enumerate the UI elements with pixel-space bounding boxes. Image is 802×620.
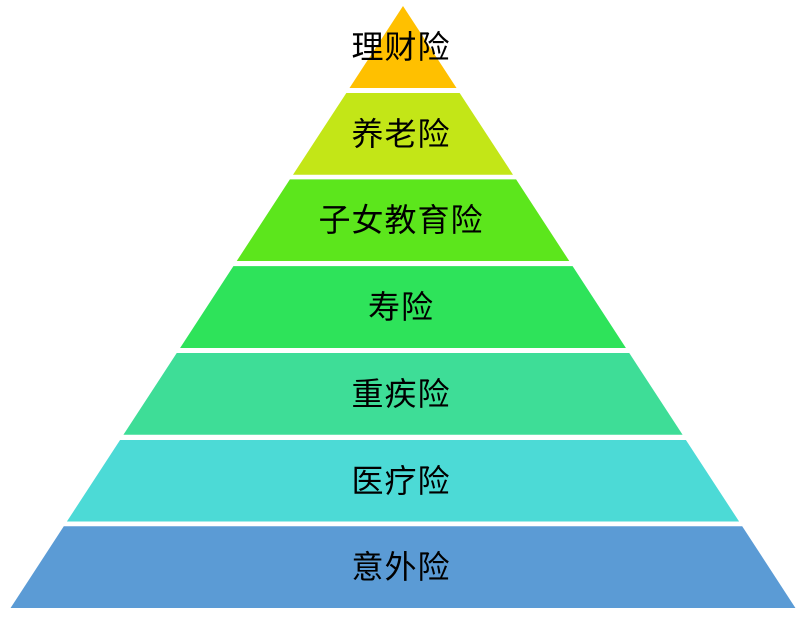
pyramid-layer-6 bbox=[66, 439, 740, 522]
pyramid-layer-label-1: 理财险 bbox=[351, 29, 451, 65]
pyramid-layer-label-5: 重疾险 bbox=[351, 375, 451, 412]
pyramid-layer-label-3: 子女教育险 bbox=[318, 202, 484, 239]
pyramid-layer-label-6: 医疗险 bbox=[351, 462, 451, 499]
pyramid-layer-4 bbox=[180, 266, 626, 349]
pyramid-layer-5 bbox=[123, 352, 683, 435]
pyramid-layer-3 bbox=[236, 179, 570, 262]
pyramid-layer-7 bbox=[10, 526, 796, 609]
pyramid-layer-label-4: 寿险 bbox=[367, 289, 434, 326]
pyramid-layer-label-2: 养老险 bbox=[351, 115, 451, 152]
pyramid-layer-label-7: 意外险 bbox=[351, 549, 451, 586]
